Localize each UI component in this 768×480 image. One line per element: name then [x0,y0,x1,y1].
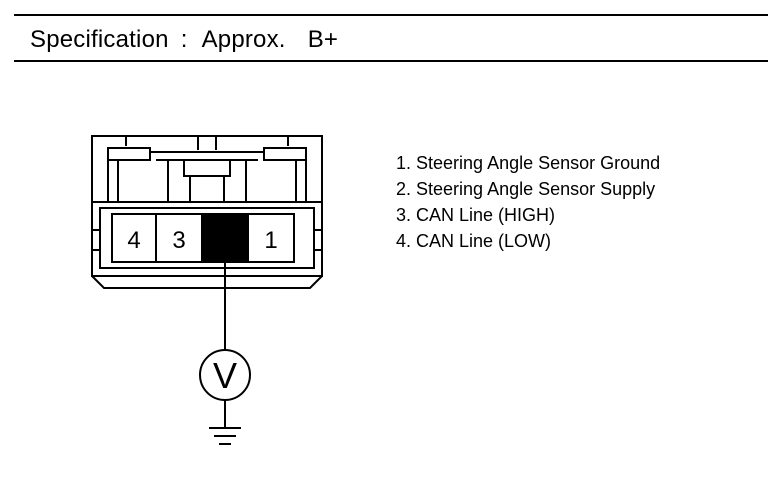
connector-housing [91,135,323,203]
pin-legend-item: 1. Steering Angle Sensor Ground [396,153,661,173]
specification-label: Specification [30,26,169,53]
pin-cavity-1 [247,213,295,263]
pin-label-3: 3 [172,227,185,254]
pin-legend-item: 2. Steering Angle Sensor Supply [396,179,656,199]
specification-colon: : [180,26,188,53]
specification-value: B+ [307,26,339,53]
pin-legend: 1. Steering Angle Sensor Ground 2. Steer… [396,150,660,254]
specification-text: Specification: Approx. B+ [30,26,338,54]
connector-body [91,201,323,289]
pin-label-1: 1 [264,227,277,254]
ground-icon [209,427,241,445]
pin-row: 4 3 1 [111,213,295,263]
pin-legend-item: 3. CAN Line (HIGH) [396,205,556,225]
pin-label-4: 4 [127,227,140,254]
pin-legend-item: 4. CAN Line (LOW) [396,231,552,251]
voltmeter-circuit [199,238,251,445]
specification-approx: Approx. [201,26,286,53]
specification-bar: Specification: Approx. B+ [14,14,768,62]
voltmeter-symbol: V [213,355,237,396]
